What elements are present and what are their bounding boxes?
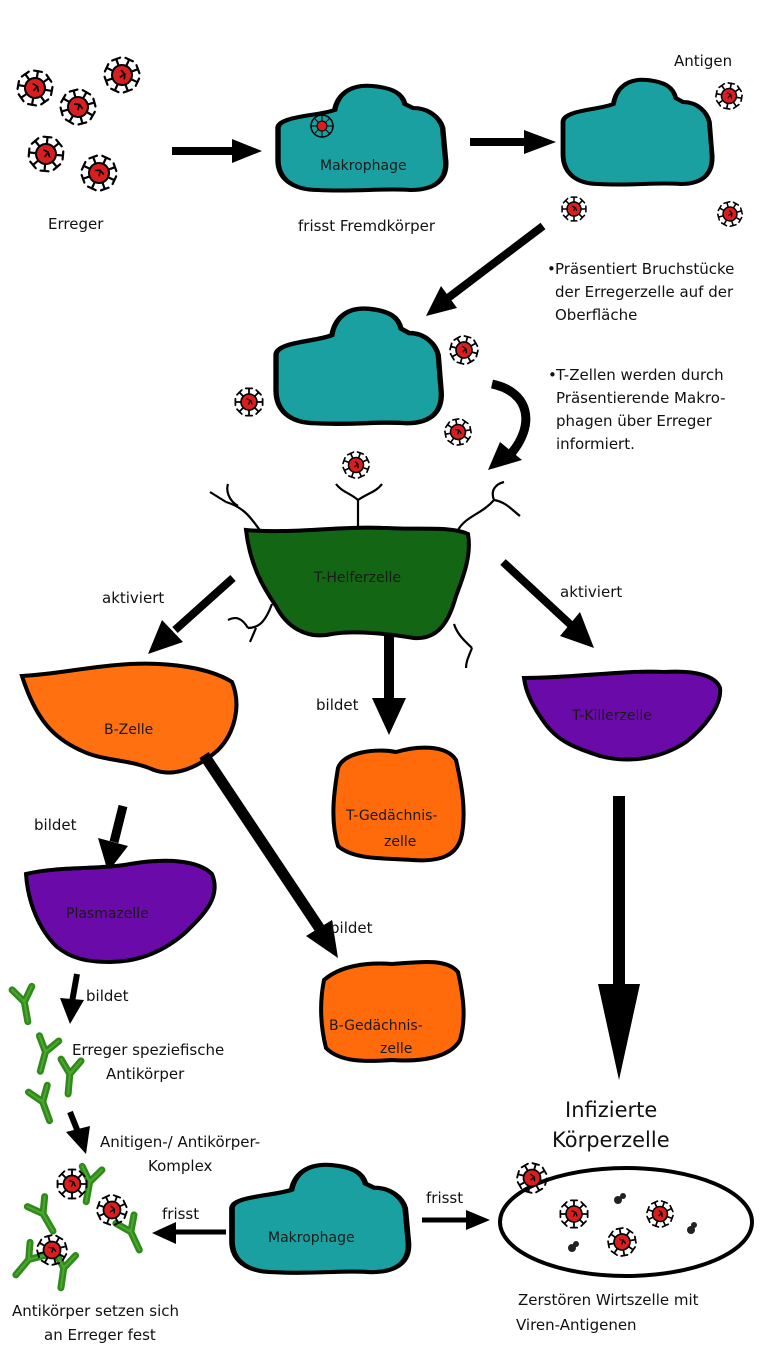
label-plasmazelle: Plasmazelle <box>66 906 149 922</box>
note-praesentiert-line-1: Präsentiert Bruchstücke <box>555 260 735 278</box>
b-memory-cell <box>319 959 466 1063</box>
note-praesentiert: • Präsentiert Bruchstücke der Erregerzel… <box>547 258 735 327</box>
label-zerstoeren-2: Viren-Antigenen <box>516 1316 637 1334</box>
arrow-to-killer <box>500 559 594 648</box>
label-bildet-plasma: bildet <box>86 987 129 1005</box>
label-antikoerper-2: Antikörper <box>106 1065 185 1083</box>
label-t-helferzelle: T-Helferzelle <box>313 570 401 586</box>
label-infizierte-2: Körperzelle <box>552 1128 670 1152</box>
label-frisst-fremdkoerper: frisst Fremdkörper <box>298 217 436 235</box>
antigen-top-right <box>713 80 745 112</box>
note-tzellen: • T-Zellen werden durch Präsentierende M… <box>548 364 726 456</box>
note-praesentiert-line-3: Oberfläche <box>555 306 638 324</box>
arrow-to-bcell <box>148 575 236 654</box>
plasma-cell <box>23 858 217 965</box>
macrophage-bottom <box>232 1165 409 1273</box>
label-antigen: Antigen <box>674 52 732 70</box>
label-t-gedaechtnis-1: T-Gedächnis- <box>345 808 437 824</box>
label-t-killerzelle: T-Killerzelle <box>571 708 652 724</box>
arrow-killer-down <box>598 796 640 1080</box>
arrow-to-antibodies <box>60 973 84 1024</box>
antigen-p2-left <box>234 387 264 417</box>
note-tzellen-line-1: T-Zellen werden durch <box>556 366 724 384</box>
label-zerstoeren-1: Zerstören Wirtszelle mit <box>518 1291 699 1309</box>
engulfed-pathogen <box>310 114 334 138</box>
t-memory-cell <box>331 745 466 863</box>
arrow-frisst-right <box>422 1210 490 1230</box>
macrophage-eating <box>278 86 446 191</box>
antigen-bottom-right <box>712 196 748 232</box>
b-cell <box>19 661 239 775</box>
macrophage-presenting <box>563 80 712 185</box>
label-aktiviert-left: aktiviert <box>102 589 164 607</box>
label-bildet-b: bildet <box>330 919 373 937</box>
arrow-to-tmemory <box>372 634 406 735</box>
t-killer-cell <box>521 669 723 762</box>
label-antikoerper-1: Erreger speziefische <box>72 1041 224 1059</box>
label-b-zelle: B-Zelle <box>104 722 153 738</box>
antigen-p2-right-bottom <box>442 416 474 448</box>
pathogen-group-top <box>14 51 146 196</box>
antigen-bottom-left <box>561 196 587 222</box>
arrow-curved <box>488 379 531 470</box>
label-bildet-mid: bildet <box>316 696 359 714</box>
label-komplex-2: Komplex <box>148 1157 213 1175</box>
label-infizierte-1: Infizierte <box>565 1098 657 1122</box>
label-frisst-left: frisst <box>162 1205 199 1223</box>
antigen-antibody-complex <box>8 1166 148 1289</box>
arrow-row1-a <box>172 139 262 163</box>
t-helper-cell <box>209 480 521 669</box>
label-b-gedaechtnis-2: zelle <box>380 1041 412 1057</box>
label-makrophage-bottom: Makrophage <box>268 1230 355 1246</box>
label-antikoerper-fest-2: an Erreger fest <box>44 1326 156 1344</box>
arrow-frisst-left <box>152 1222 226 1244</box>
note-praesentiert-line-2: der Erregerzelle auf der <box>555 283 734 301</box>
label-aktiviert-right: aktiviert <box>560 583 622 601</box>
macrophage-presenting-2 <box>276 309 441 424</box>
arrow-row1-b <box>470 130 556 154</box>
note-tzellen-line-2: Präsentierende Makro- <box>556 389 726 407</box>
label-makrophage-top: Makrophage <box>320 158 407 174</box>
tcell-receptor-center <box>335 483 383 528</box>
label-antikoerper-fest-1: Antikörper setzen sich <box>12 1302 179 1320</box>
arrow-to-plasma <box>98 804 128 872</box>
label-t-gedaechtnis-2: zelle <box>384 834 416 850</box>
infected-body-cell <box>498 1159 754 1278</box>
note-tzellen-line-3: phagen über Erreger <box>556 412 712 430</box>
antigen-p2-bottom <box>338 447 374 483</box>
label-erreger: Erreger <box>48 215 104 233</box>
arrow-to-complex <box>66 1110 90 1154</box>
label-bildet-left: bildet <box>34 816 77 834</box>
arrow-to-bmemory <box>199 751 338 958</box>
note-tzellen-line-4: informiert. <box>556 435 635 453</box>
label-frisst-right: frisst <box>426 1189 463 1207</box>
antigen-p2-right-top <box>446 332 482 368</box>
arrow-diag-presenting <box>426 222 546 316</box>
label-b-gedaechtnis-1: B-Gedächnis- <box>329 1018 423 1034</box>
label-komplex-1: Anitigen-/ Antikörper- <box>100 1133 260 1151</box>
